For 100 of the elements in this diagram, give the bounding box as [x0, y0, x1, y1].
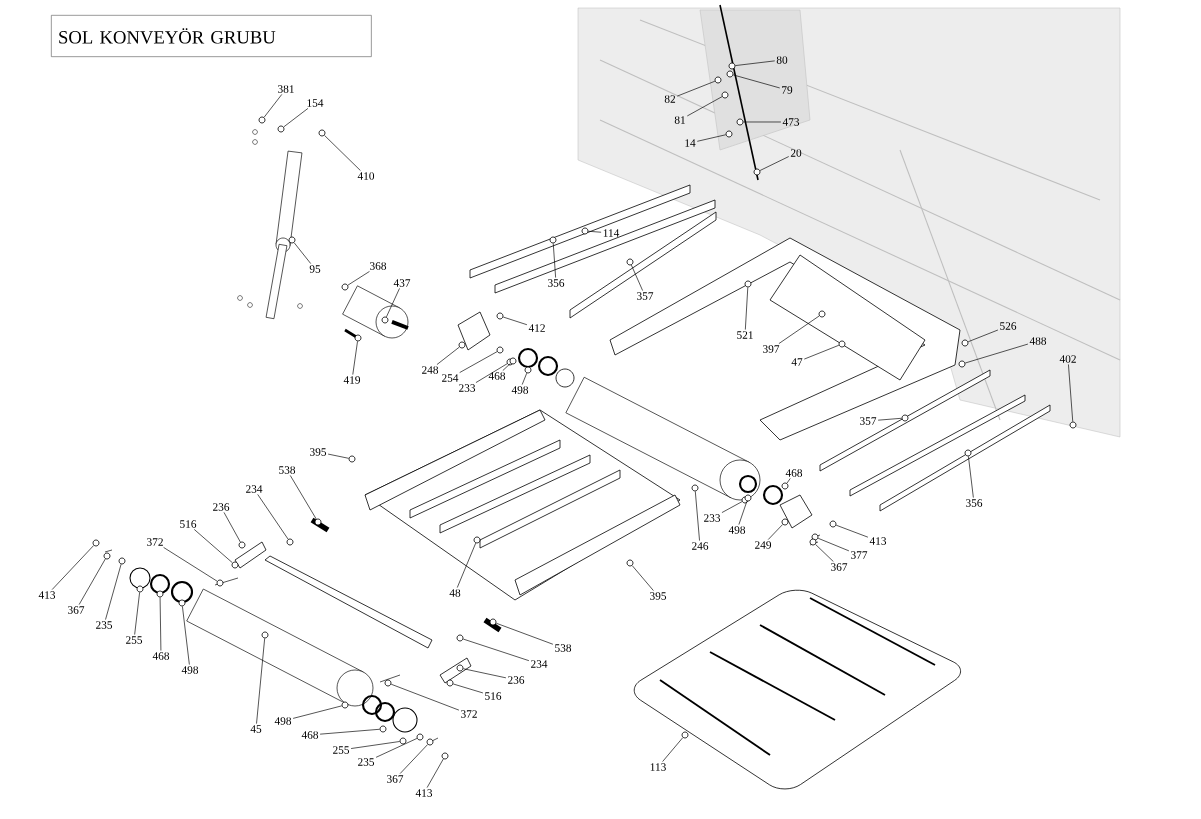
- leader-line: [134, 592, 140, 635]
- leader-line: [735, 60, 776, 66]
- leader-line: [324, 135, 361, 171]
- callout-number: 254: [442, 374, 459, 382]
- part-marker: [379, 725, 387, 733]
- leader-line: [462, 638, 530, 661]
- part-marker: [781, 518, 789, 526]
- callout-number: 413: [415, 789, 433, 797]
- leader-line: [105, 563, 122, 620]
- callout-number: 526: [1000, 322, 1017, 330]
- callout-number: 395: [650, 592, 667, 600]
- part-marker: [216, 579, 224, 587]
- leader-line: [256, 638, 266, 724]
- part-marker: [901, 414, 909, 422]
- part-marker: [458, 341, 466, 349]
- part-marker: [829, 520, 837, 528]
- leader-line: [283, 108, 309, 128]
- callout-number: 114: [603, 229, 620, 237]
- leader-line: [452, 683, 484, 694]
- leader-line: [964, 343, 1029, 364]
- leader-line: [293, 242, 312, 264]
- part-marker: [231, 561, 239, 569]
- callout-number: 235: [358, 758, 375, 766]
- callout-number: 236: [508, 676, 525, 684]
- part-marker: [744, 280, 752, 288]
- leader-line: [968, 456, 974, 498]
- leader-line: [759, 156, 790, 171]
- part-marker: [341, 701, 349, 709]
- callout-number: 255: [333, 746, 350, 754]
- callout-number: 413: [38, 591, 56, 599]
- callout-number: 367: [831, 563, 848, 571]
- part-marker: [118, 557, 126, 565]
- callout-number: 233: [704, 514, 721, 522]
- leader-line: [521, 372, 528, 385]
- leader-line: [803, 344, 840, 360]
- callout-number: 498: [511, 386, 529, 394]
- leader-line: [390, 683, 460, 711]
- leader-line: [386, 288, 400, 318]
- callout-number: 249: [755, 541, 772, 549]
- part-marker: [728, 62, 736, 70]
- part-marker: [238, 541, 246, 549]
- leader-line: [502, 363, 511, 371]
- title-box: SOL KONVEYÖR GRUBU: [51, 15, 372, 57]
- leader-line: [163, 547, 218, 582]
- callout-number: 234: [531, 660, 548, 668]
- part-marker: [456, 634, 464, 642]
- callout-number: 538: [279, 466, 296, 474]
- leader-line: [263, 94, 283, 118]
- callout-number: 236: [213, 503, 230, 511]
- part-marker: [473, 536, 481, 544]
- leader-line: [686, 96, 723, 117]
- part-marker: [726, 70, 734, 78]
- part-marker: [961, 339, 969, 347]
- part-marker: [384, 679, 392, 687]
- part-marker: [691, 484, 699, 492]
- leader-line: [745, 287, 749, 330]
- callout-number: 47: [791, 358, 803, 366]
- leader-line: [721, 501, 743, 513]
- callout-number: 246: [692, 542, 709, 550]
- callout-number: 233: [459, 384, 476, 392]
- callout-number: 20: [790, 149, 802, 157]
- callout-number: 521: [737, 331, 753, 339]
- part-marker: [456, 664, 464, 672]
- leader-line: [1068, 364, 1074, 422]
- part-marker: [509, 357, 517, 365]
- part-marker: [809, 538, 817, 546]
- callout-number: 356: [548, 279, 565, 287]
- callout-number: 468: [301, 731, 319, 739]
- leader-line: [475, 363, 508, 383]
- leader-line: [319, 728, 380, 735]
- part-marker: [178, 599, 186, 607]
- part-marker: [381, 316, 389, 324]
- leader-line: [738, 500, 748, 525]
- part-marker: [1069, 421, 1077, 429]
- leader-line: [631, 565, 654, 591]
- part-marker: [426, 738, 434, 746]
- part-marker: [288, 236, 296, 244]
- part-marker: [964, 449, 972, 457]
- part-marker: [103, 552, 111, 560]
- callout-number: 473: [782, 118, 800, 126]
- callout-number: 468: [785, 469, 803, 477]
- part-marker: [626, 258, 634, 266]
- part-marker: [549, 236, 557, 244]
- callout-number: 437: [393, 279, 411, 287]
- callout-number: 113: [650, 763, 666, 771]
- callout-number: 402: [1059, 355, 1076, 363]
- leader-line: [399, 744, 428, 774]
- leader-line: [676, 80, 716, 97]
- callout-number: 516: [485, 692, 502, 700]
- callout-number: 516: [180, 520, 197, 528]
- leader-line: [456, 542, 477, 588]
- leader-line: [463, 668, 507, 679]
- leader-line: [347, 271, 370, 286]
- part-marker: [341, 283, 349, 291]
- part-marker: [581, 227, 589, 235]
- callout-number: 377: [851, 551, 868, 559]
- part-marker: [277, 125, 285, 133]
- callout-number: 14: [685, 139, 696, 147]
- callout-number: 235: [96, 621, 113, 629]
- part-marker: [441, 752, 449, 760]
